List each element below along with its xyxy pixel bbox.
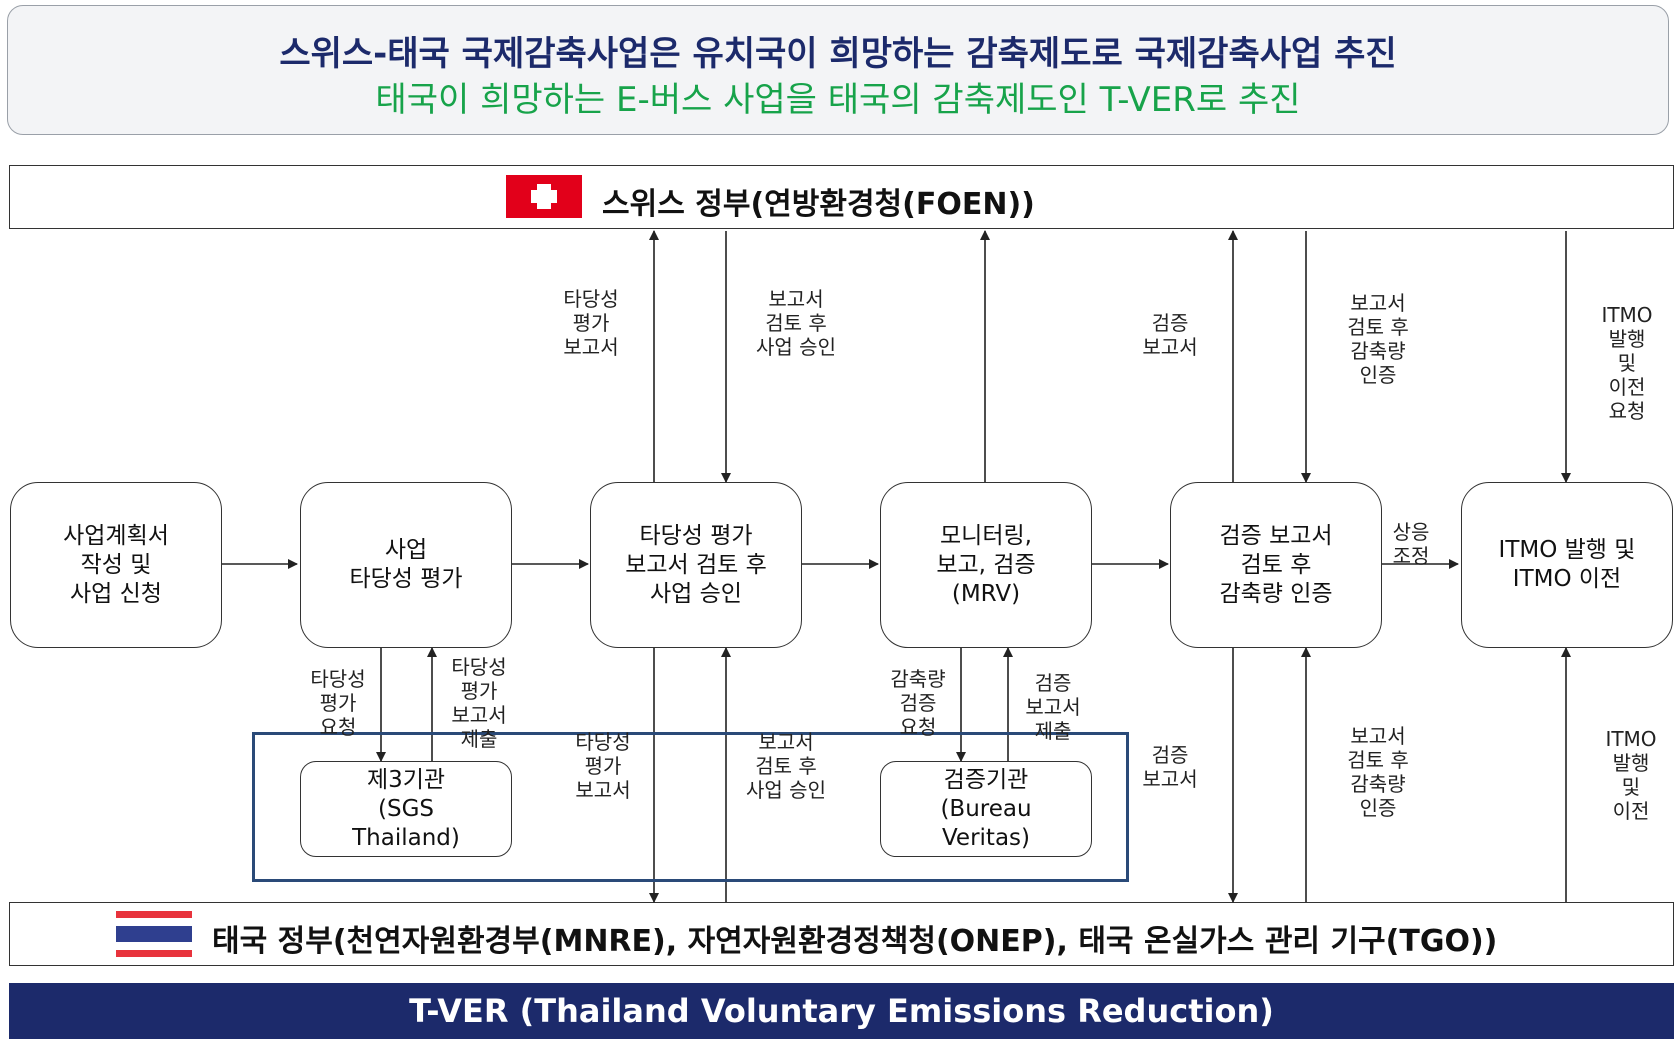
label-feasibility-submit: 타당성 평가 보고서 제출 (451, 655, 507, 751)
label-corresponding-adjustment: 상응 조정 (1392, 520, 1430, 568)
thai-flag-icon (116, 911, 192, 957)
swiss-government-label: 스위스 정부(연방환경청(FOEN)) (602, 187, 1035, 222)
header-banner: 스위스-태국 국제감축사업은 유치국이 희망하는 감축제도로 국제감축사업 추진… (7, 5, 1669, 135)
label-down-review-approve: 보고서 검토 후 사업 승인 (756, 287, 836, 359)
label-feasibility-request: 타당성 평가 요청 (310, 667, 366, 739)
label-up-verification-report: 검증 보고서 (1142, 311, 1198, 359)
node-itmo-transfer: ITMO 발행 및 ITMO 이전 (1461, 482, 1673, 648)
node-review-approval: 타당성 평가 보고서 검토 후 사업 승인 (590, 482, 802, 648)
label-up-feasibility-report: 타당성 평가 보고서 (563, 287, 619, 359)
label-low-verification-report: 검증 보고서 (1142, 743, 1198, 791)
label-down-itmo-request: ITMO 발행 및 이전 요청 (1601, 303, 1653, 423)
label-low-review-certify: 보고서 검토 후 감축량 인증 (1347, 724, 1409, 820)
header-subtitle: 태국이 희망하는 E-버스 사업을 태국의 감축제도인 T-VER로 추진 (375, 80, 1301, 120)
node-mrv: 모니터링, 보고, 검증 (MRV) (880, 482, 1092, 648)
label-verification-submit: 검증 보고서 제출 (1025, 671, 1081, 743)
label-down-review-certify: 보고서 검토 후 감축량 인증 (1347, 291, 1409, 387)
third-party-agency: 제3기관 (SGS Thailand) (300, 761, 512, 857)
node-feasibility-assessment: 사업 타당성 평가 (300, 482, 512, 648)
node-plan-application: 사업계획서 작성 및 사업 신청 (10, 482, 222, 648)
thai-government-label: 태국 정부(천연자원환경부(MNRE), 자연자원환경정책청(ONEP), 태국… (212, 924, 1498, 959)
verification-agency: 검증기관 (Bureau Veritas) (880, 761, 1092, 857)
label-low-itmo: ITMO 발행 및 이전 (1605, 727, 1657, 823)
node-certification: 검증 보고서 검토 후 감축량 인증 (1170, 482, 1382, 648)
agency-highlight-frame (252, 732, 1129, 882)
thai-government-bar: 태국 정부(천연자원환경부(MNRE), 자연자원환경정책청(ONEP), 태국… (9, 902, 1674, 966)
label-low-review-approve: 보고서 검토 후 사업 승인 (746, 730, 826, 802)
label-low-feasibility-report: 타당성 평가 보고서 (575, 730, 631, 802)
footer-banner: T-VER (Thailand Voluntary Emissions Redu… (9, 983, 1674, 1039)
label-reduction-verify-request: 감축량 검증 요청 (890, 667, 946, 739)
swiss-government-bar: 스위스 정부(연방환경청(FOEN)) (9, 165, 1674, 229)
swiss-flag-icon (506, 175, 582, 218)
header-title: 스위스-태국 국제감축사업은 유치국이 희망하는 감축제도로 국제감축사업 추진 (279, 34, 1397, 74)
